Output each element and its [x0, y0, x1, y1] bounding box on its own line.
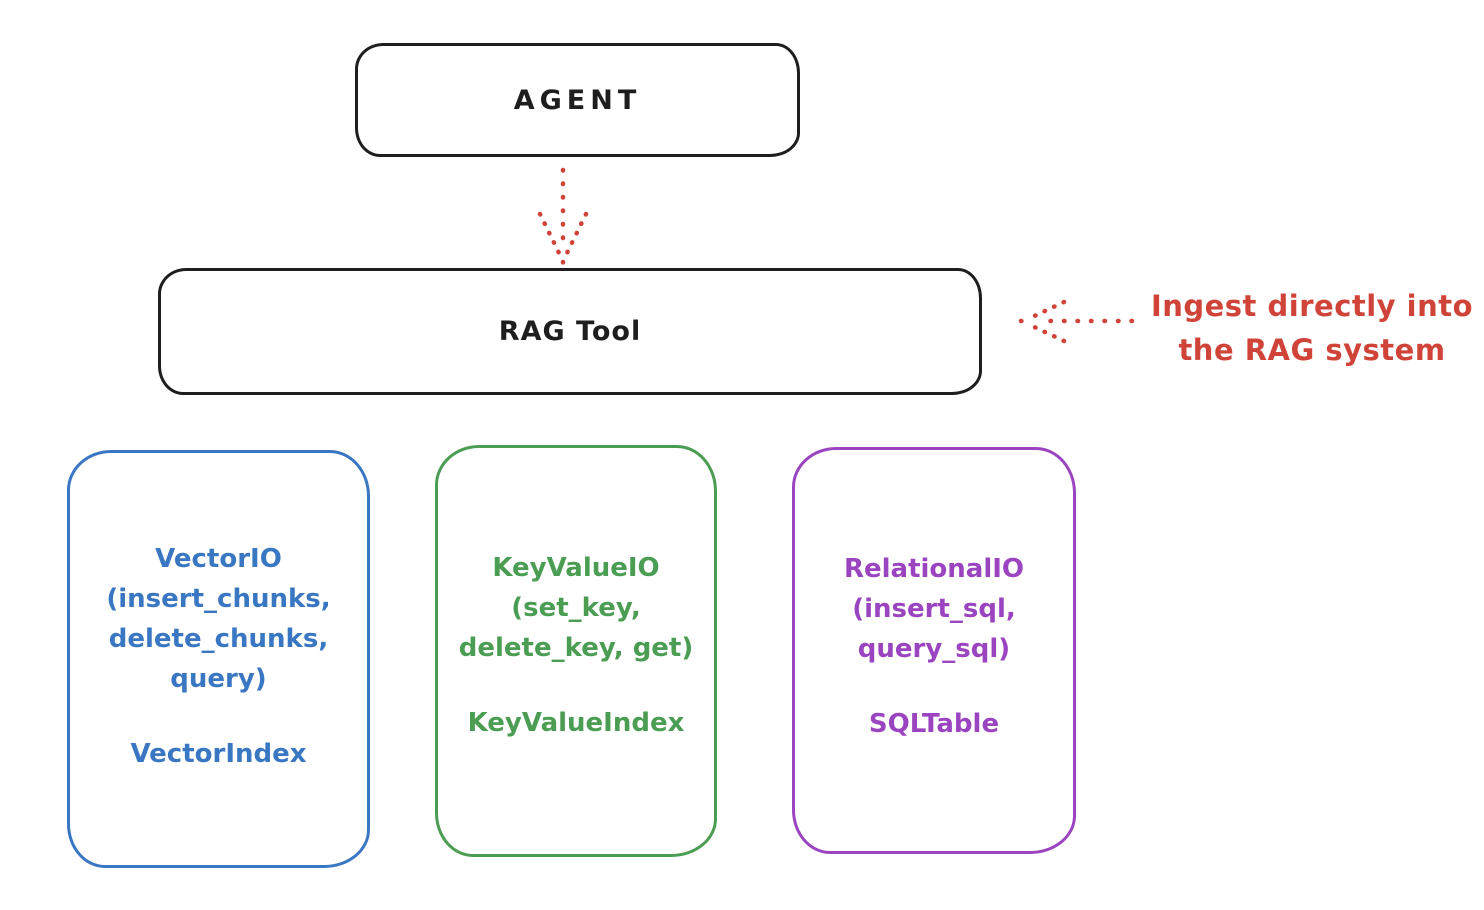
backend-method-line: (insert_sql, [852, 594, 1016, 624]
arrow-head-right [564, 211, 589, 256]
backend-title: KeyValueIO [492, 553, 660, 583]
vector-io-text: VectorIO (insert_chunks, delete_chunks, … [70, 539, 367, 774]
arrow-head-top [1025, 299, 1067, 322]
vector-io-node: VectorIO (insert_chunks, delete_chunks, … [67, 450, 370, 868]
agent-to-rag-dotted-arrow-icon [537, 167, 589, 265]
agent-label: AGENT [513, 84, 642, 116]
ingest-dotted-arrow-icon [1018, 299, 1135, 344]
arrow-head-bottom [1025, 321, 1067, 344]
relational-io-text: RelationalIO (insert_sql, query_sql) SQL… [795, 549, 1073, 744]
backend-title: VectorIO [155, 544, 282, 574]
backend-method-line: delete_chunks, [108, 624, 329, 654]
keyvalue-io-text: KeyValueIO (set_key, delete_key, get) Ke… [438, 548, 714, 743]
backend-index-label: VectorIndex [130, 739, 307, 769]
backend-method-line: (set_key, [511, 593, 641, 623]
backend-method-line: query) [170, 664, 267, 694]
backend-method-line: query_sql) [857, 634, 1011, 664]
backend-index-label: KeyValueIndex [467, 708, 685, 738]
agent-node: AGENT [355, 43, 800, 157]
relational-io-node: RelationalIO (insert_sql, query_sql) SQL… [792, 447, 1076, 854]
backend-title: RelationalIO [843, 554, 1025, 584]
backend-method-line: (insert_chunks, [106, 584, 331, 614]
rag-tool-node: RAG Tool [158, 268, 982, 395]
keyvalue-io-node: KeyValueIO (set_key, delete_key, get) Ke… [435, 445, 717, 857]
ingest-annotation-line: Ingest directly into [1150, 289, 1474, 323]
backend-method-line: delete_key, get) [458, 633, 694, 663]
arrow-head-left [537, 211, 562, 256]
rag-tool-label: RAG Tool [498, 316, 642, 347]
backend-index-label: SQLTable [868, 709, 1000, 739]
ingest-annotation-line: the RAG system [1178, 333, 1446, 367]
ingest-annotation: Ingest directly into the RAG system [1140, 284, 1484, 372]
